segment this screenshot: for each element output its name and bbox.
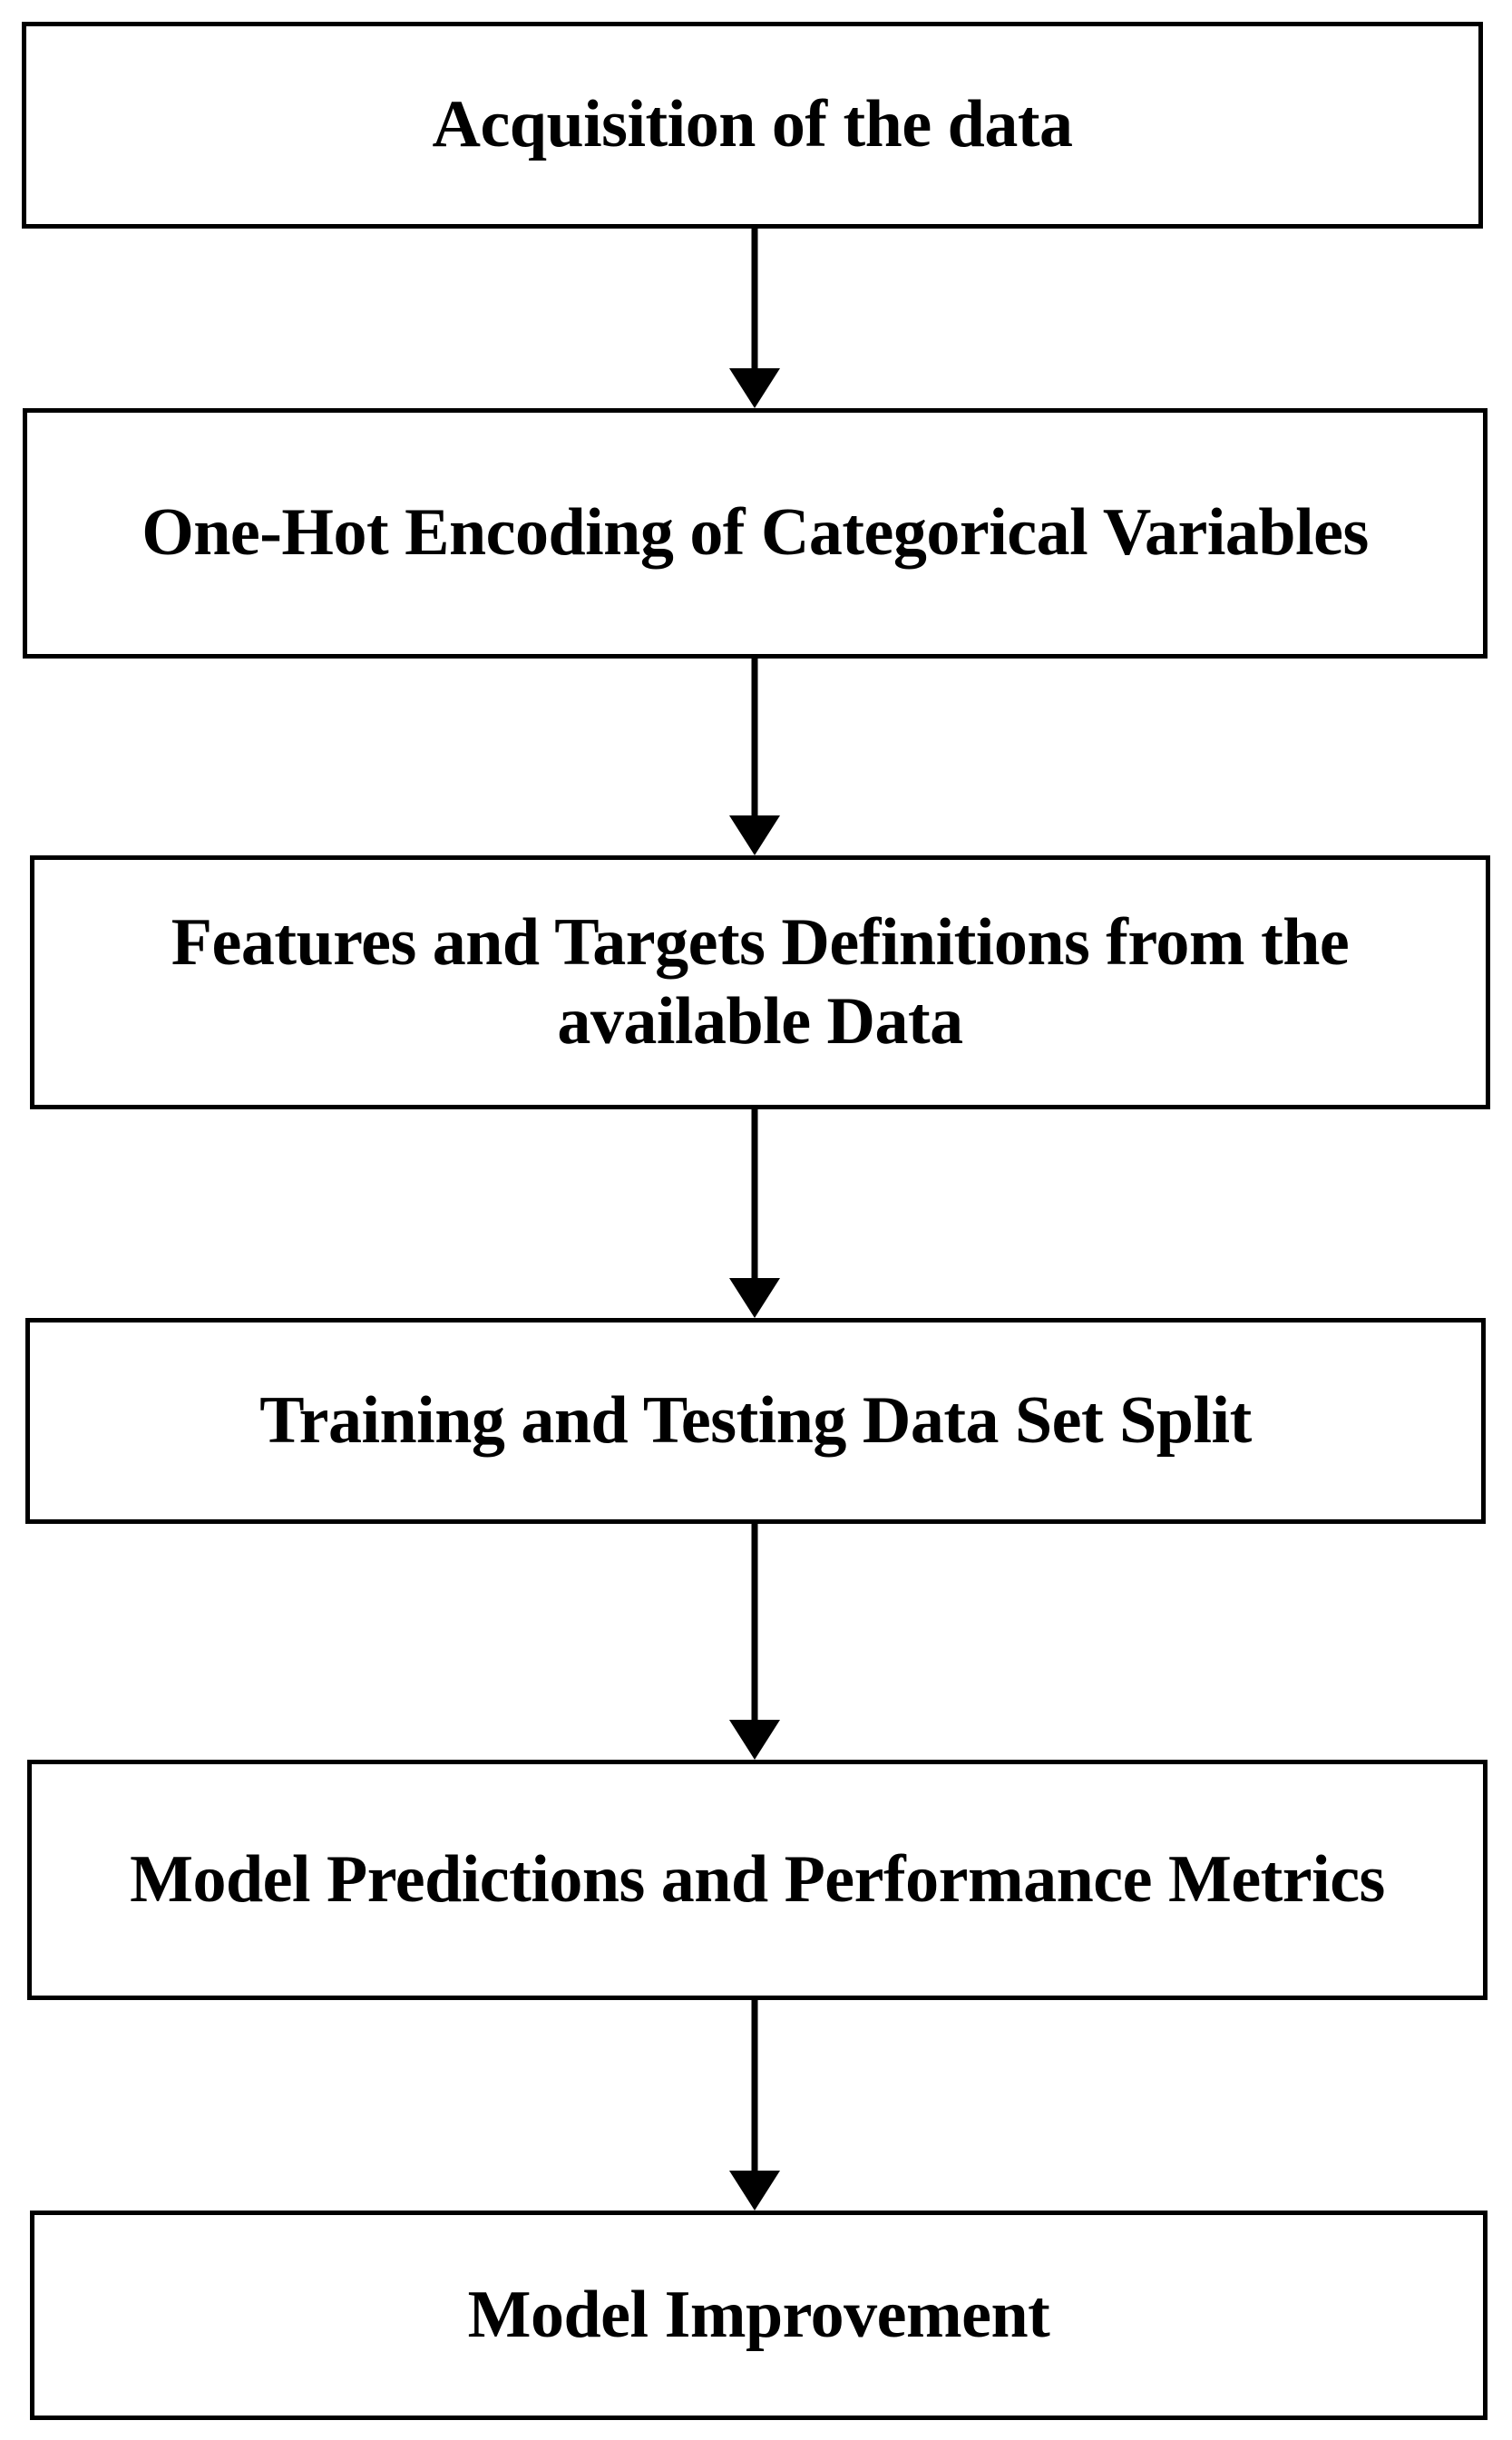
flow-node-features-targets: Features and Targets Definitions from th… <box>30 855 1490 1109</box>
flow-node-one-hot-encoding: One-Hot Encoding of Categorical Variable… <box>23 408 1488 659</box>
flow-arrow-down-icon <box>729 1109 780 1318</box>
flow-node-model-improvement: Model Improvement <box>30 2211 1488 2420</box>
flow-node-acquisition: Acquisition of the data <box>22 22 1483 229</box>
flow-node-label: One-Hot Encoding of Categorical Variable… <box>141 495 1369 571</box>
flow-node-label: Features and Targets Definitions from th… <box>171 904 1350 1059</box>
flow-arrow-down-icon <box>729 229 780 408</box>
flow-node-train-test-split: Training and Testing Data Set Split <box>25 1318 1486 1524</box>
flow-node-label: Acquisition of the data <box>432 87 1073 162</box>
flow-node-predictions-metrics: Model Predictions and Performance Metric… <box>27 1760 1488 2000</box>
flow-node-label: Model Predictions and Performance Metric… <box>130 1841 1385 1917</box>
flow-arrow-down-icon <box>729 659 780 855</box>
flow-node-label: Training and Testing Data Set Split <box>259 1382 1252 1458</box>
flow-arrow-down-icon <box>729 2000 780 2211</box>
flow-node-label: Model Improvement <box>467 2277 1050 2352</box>
flow-arrow-down-icon <box>729 1524 780 1760</box>
